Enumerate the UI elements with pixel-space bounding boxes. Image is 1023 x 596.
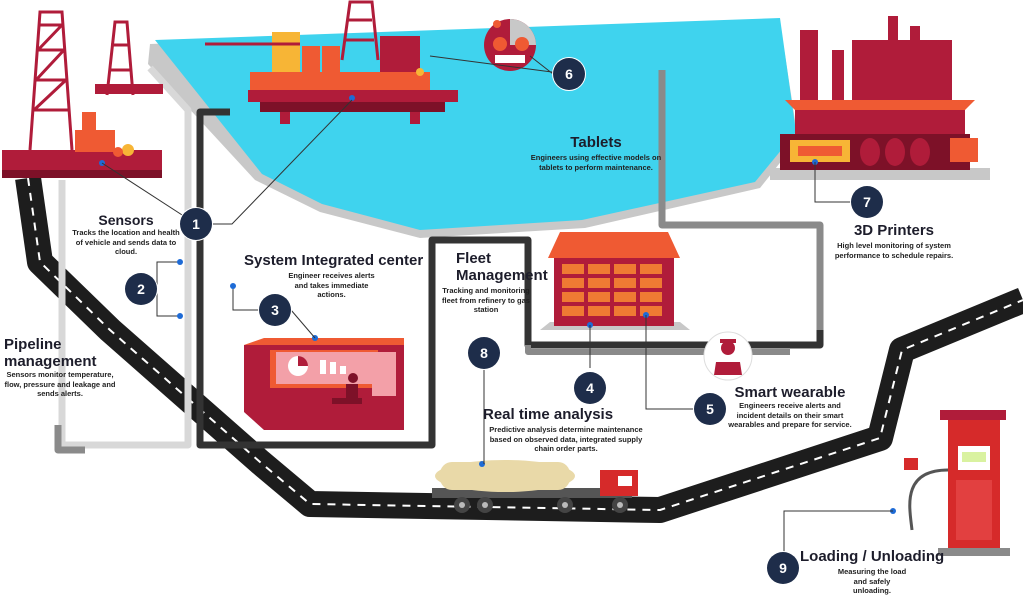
pipe-light (147, 65, 192, 449)
label-realtime: Real time analysis Predictive analysis d… (483, 406, 649, 454)
sea (148, 18, 798, 238)
label-fleet: Fleet Management Tracking and monitoring… (436, 250, 548, 315)
loading-title: Loading / Unloading (800, 548, 945, 565)
pipe-grey-right (658, 70, 824, 330)
wearable-worker (703, 331, 753, 381)
warehouse (540, 232, 690, 330)
system-desc: Engineer receives alerts and takes immed… (288, 271, 375, 299)
sensors-desc: Tracks the location and health of vehicl… (72, 228, 180, 256)
label-wearable: Smart wearable Engineers receive alerts … (728, 384, 852, 430)
label-pipeline: Pipeline management Sensors monitor temp… (4, 336, 116, 399)
stage-badge-3: 3 (259, 294, 291, 326)
tanker-truck (432, 460, 638, 513)
pipe-light-2 (58, 180, 160, 449)
printers-desc: High level monitoring of system performa… (834, 241, 954, 260)
fleet-desc: Tracking and monitoring fleet from refin… (442, 286, 530, 314)
realtime-title: Real time analysis (483, 406, 614, 423)
sensor-dot (349, 95, 355, 101)
sensors-title: Sensors (98, 212, 154, 228)
pipelines (54, 65, 824, 454)
stage-badge-4: 4 (574, 372, 606, 404)
offshore-platform (205, 0, 458, 124)
pipe-grey-bottom (525, 345, 790, 355)
control-room (244, 335, 404, 430)
wearable-desc: Engineers receive alerts and incident de… (728, 401, 852, 429)
stage-badge-7: 7 (851, 186, 883, 218)
fleet-title: Fleet Management (456, 250, 548, 284)
realtime-desc: Predictive analysis determine maintenanc… (489, 425, 643, 453)
stage-badge-1: 1 (180, 208, 212, 240)
tablets-title: Tablets (570, 134, 622, 151)
stage-badge-6: 6 (553, 58, 585, 90)
stage-badge-5: 5 (694, 393, 726, 425)
system-title: System Integrated center (244, 252, 424, 269)
oil-rig-left (2, 10, 163, 178)
printers-title: 3D Printers (853, 222, 935, 239)
pipe-grey-left (54, 425, 85, 454)
pipeline-title: Pipeline management (4, 336, 97, 370)
label-loading: Loading / Unloading Measuring the load a… (800, 548, 944, 596)
wearable-title: Smart wearable (734, 384, 846, 401)
label-tablets: Tablets Engineers using effective models… (530, 134, 662, 172)
pipeline-desc: Sensors monitor temperature, flow, press… (4, 370, 116, 398)
stage-badge-9: 9 (767, 552, 799, 584)
fuel-pump (890, 410, 1010, 556)
stage-badge-8: 8 (468, 337, 500, 369)
label-system: System Integrated center Engineer receiv… (244, 252, 424, 300)
leader-lines (101, 55, 893, 568)
stage-badge-2: 2 (125, 273, 157, 305)
label-sensors: Sensors Tracks the location and health o… (72, 212, 180, 257)
tablet-workers (484, 19, 536, 71)
tablets-desc: Engineers using effective models on tabl… (530, 153, 662, 172)
loading-desc: Measuring the load and safely unloading. (837, 567, 907, 595)
label-printers: 3D Printers High level monitoring of sys… (834, 222, 954, 260)
factory-3d-printers (770, 16, 990, 180)
